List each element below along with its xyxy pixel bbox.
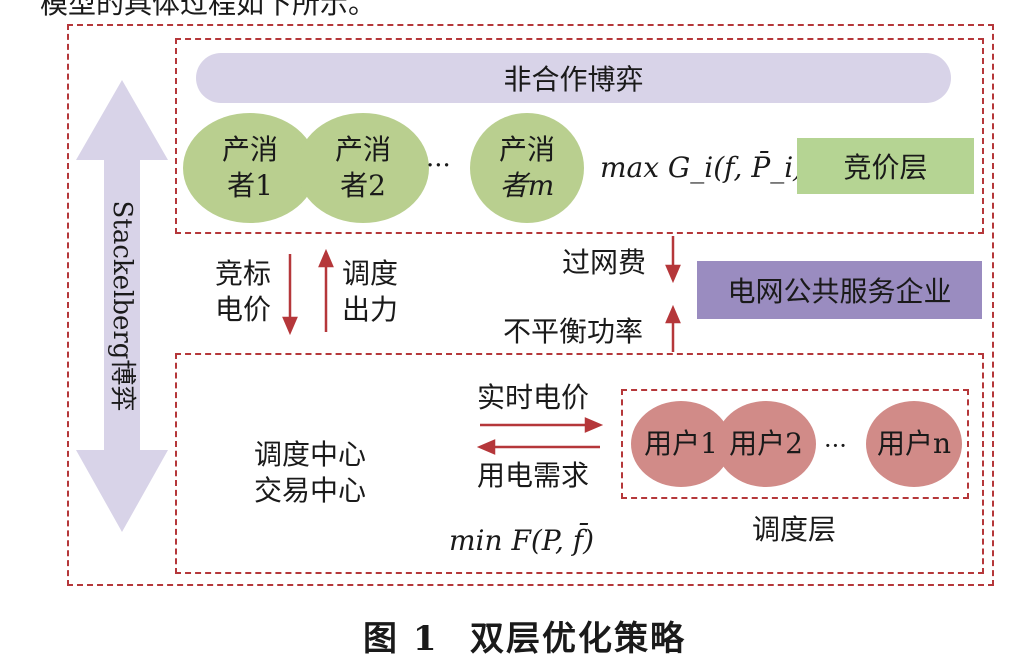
stackelberg-label: Stackelberg博弈: [107, 200, 137, 412]
banner-label: 非合作博弈: [503, 63, 644, 96]
center-line2: 交易中心: [254, 474, 367, 507]
user-2: 用户2: [716, 401, 816, 487]
center-line1: 调度中心: [254, 438, 367, 471]
dispatch-output-line2: 出力: [342, 293, 399, 326]
user-n: 用户n: [866, 401, 962, 487]
prosumer-m: 产消 者m: [470, 113, 584, 223]
grid-public-service-company: 电网公共服务企业: [697, 261, 982, 319]
imbalance-power-label: 不平衡功率: [503, 315, 644, 348]
prosumer-2-line1: 产消: [334, 133, 391, 166]
bid-price-line1: 竞标: [215, 257, 272, 290]
user-2-label: 用户2: [729, 427, 803, 460]
dispatch-layer-box: [175, 353, 984, 574]
user-n-label: 用户n: [876, 427, 952, 460]
prosumer-1-line2: 者1: [227, 169, 273, 202]
bidding-layer-text: 竞价层: [843, 151, 928, 184]
bidding-layer-label: 竞价层: [797, 138, 974, 194]
bidding-layer-box: [175, 38, 984, 234]
users-box: [621, 389, 969, 499]
user-1: 用户1: [631, 401, 731, 487]
prosumer-2: 产消 者2: [297, 113, 429, 223]
power-demand-label: 用电需求: [477, 459, 590, 492]
user-1-label: 用户1: [644, 427, 718, 460]
prosumer-m-line2: 者m: [499, 169, 555, 202]
min-objective-formula: min F(P, f̄): [449, 524, 595, 557]
outer-frame: [67, 24, 994, 586]
dispatch-output-label: 调度 出力: [342, 256, 398, 328]
noncooperative-game-banner: 非合作博弈: [196, 53, 951, 103]
prosumer-1: 产消 者1: [183, 113, 317, 223]
dispatch-layer-label: 调度层: [752, 513, 837, 546]
bid-price-line2: 电价: [215, 293, 272, 326]
top-text: 模型的具体过程如下所示。: [40, 0, 377, 20]
grid-fee-label: 过网费: [562, 246, 647, 279]
figure-title: 双层优化策略: [470, 619, 686, 659]
prosumer-ellipsis: ···: [426, 151, 451, 181]
prosumer-1-line1: 产消: [221, 133, 278, 166]
realtime-price-label: 实时电价: [477, 381, 590, 414]
figure-number: 图 1: [363, 619, 439, 659]
max-objective-formula: max G_i(f, P̄_i): [600, 151, 805, 184]
prosumer-2-line2: 者2: [340, 169, 386, 202]
dispatch-output-line1: 调度: [342, 257, 399, 290]
prosumer-m-line1: 产消: [498, 133, 555, 166]
grid-company-text: 电网公共服务企业: [727, 275, 952, 308]
dispatch-trading-center: 调度中心 交易中心: [254, 437, 366, 509]
bid-price-label: 竞标 电价: [215, 256, 271, 328]
user-ellipsis: ···: [824, 432, 847, 460]
